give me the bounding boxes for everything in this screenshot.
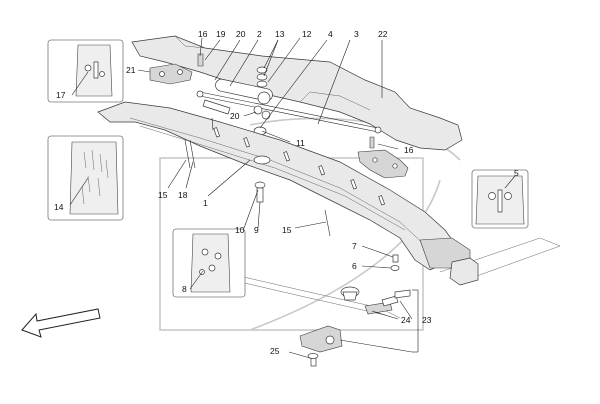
- rail-slots: [213, 127, 386, 206]
- callout-13: 13: [275, 29, 285, 39]
- callout-20-top: 20: [236, 29, 246, 39]
- callout-22: 22: [378, 29, 388, 39]
- callout-labels: 16 19 20 2 13 12 4 3 22 21 17 20 11 16 1…: [54, 29, 519, 356]
- direction-arrow: [21, 308, 101, 338]
- callout-25: 25: [270, 346, 280, 356]
- callout-12: 12: [302, 29, 312, 39]
- lower-assembly: [299, 286, 419, 367]
- inset-box-8: [172, 228, 246, 298]
- callout-3: 3: [354, 29, 359, 39]
- callout-16-top: 16: [198, 29, 208, 39]
- inset-box-5: [471, 169, 529, 229]
- rod: [196, 90, 382, 134]
- callout-19: 19: [216, 29, 226, 39]
- callout-6: 6: [352, 261, 357, 271]
- callout-11: 11: [296, 138, 305, 148]
- callout-24: 24: [401, 315, 411, 325]
- callout-14: 14: [54, 202, 64, 212]
- callout-15-left: 15: [158, 190, 168, 200]
- callout-16-right: 16: [404, 145, 414, 155]
- callout-23: 23: [422, 315, 432, 325]
- callout-9: 9: [254, 225, 259, 235]
- callout-18: 18: [178, 190, 188, 200]
- callout-17: 17: [56, 90, 66, 100]
- callout-20-mid: 20: [230, 111, 240, 121]
- upper-cover: [131, 35, 463, 151]
- bolts: [184, 117, 331, 237]
- hinge-bracket: [357, 136, 409, 179]
- callout-2: 2: [257, 29, 262, 39]
- callout-10: 10: [235, 225, 245, 235]
- inset-box-17: [47, 39, 124, 103]
- inset-box-14: [47, 135, 124, 221]
- fasteners-6-7: [390, 254, 400, 271]
- callout-4: 4: [328, 29, 333, 39]
- washers-12-13: [253, 66, 268, 136]
- callout-1: 1: [203, 198, 208, 208]
- leader-lines: [69, 37, 516, 359]
- lower-panel: [234, 237, 561, 319]
- callout-21: 21: [126, 65, 136, 75]
- upper-bracket: [149, 53, 204, 85]
- callout-5: 5: [514, 168, 519, 178]
- callout-7: 7: [352, 241, 357, 251]
- callout-8: 8: [182, 284, 187, 294]
- callout-15-right: 15: [282, 225, 292, 235]
